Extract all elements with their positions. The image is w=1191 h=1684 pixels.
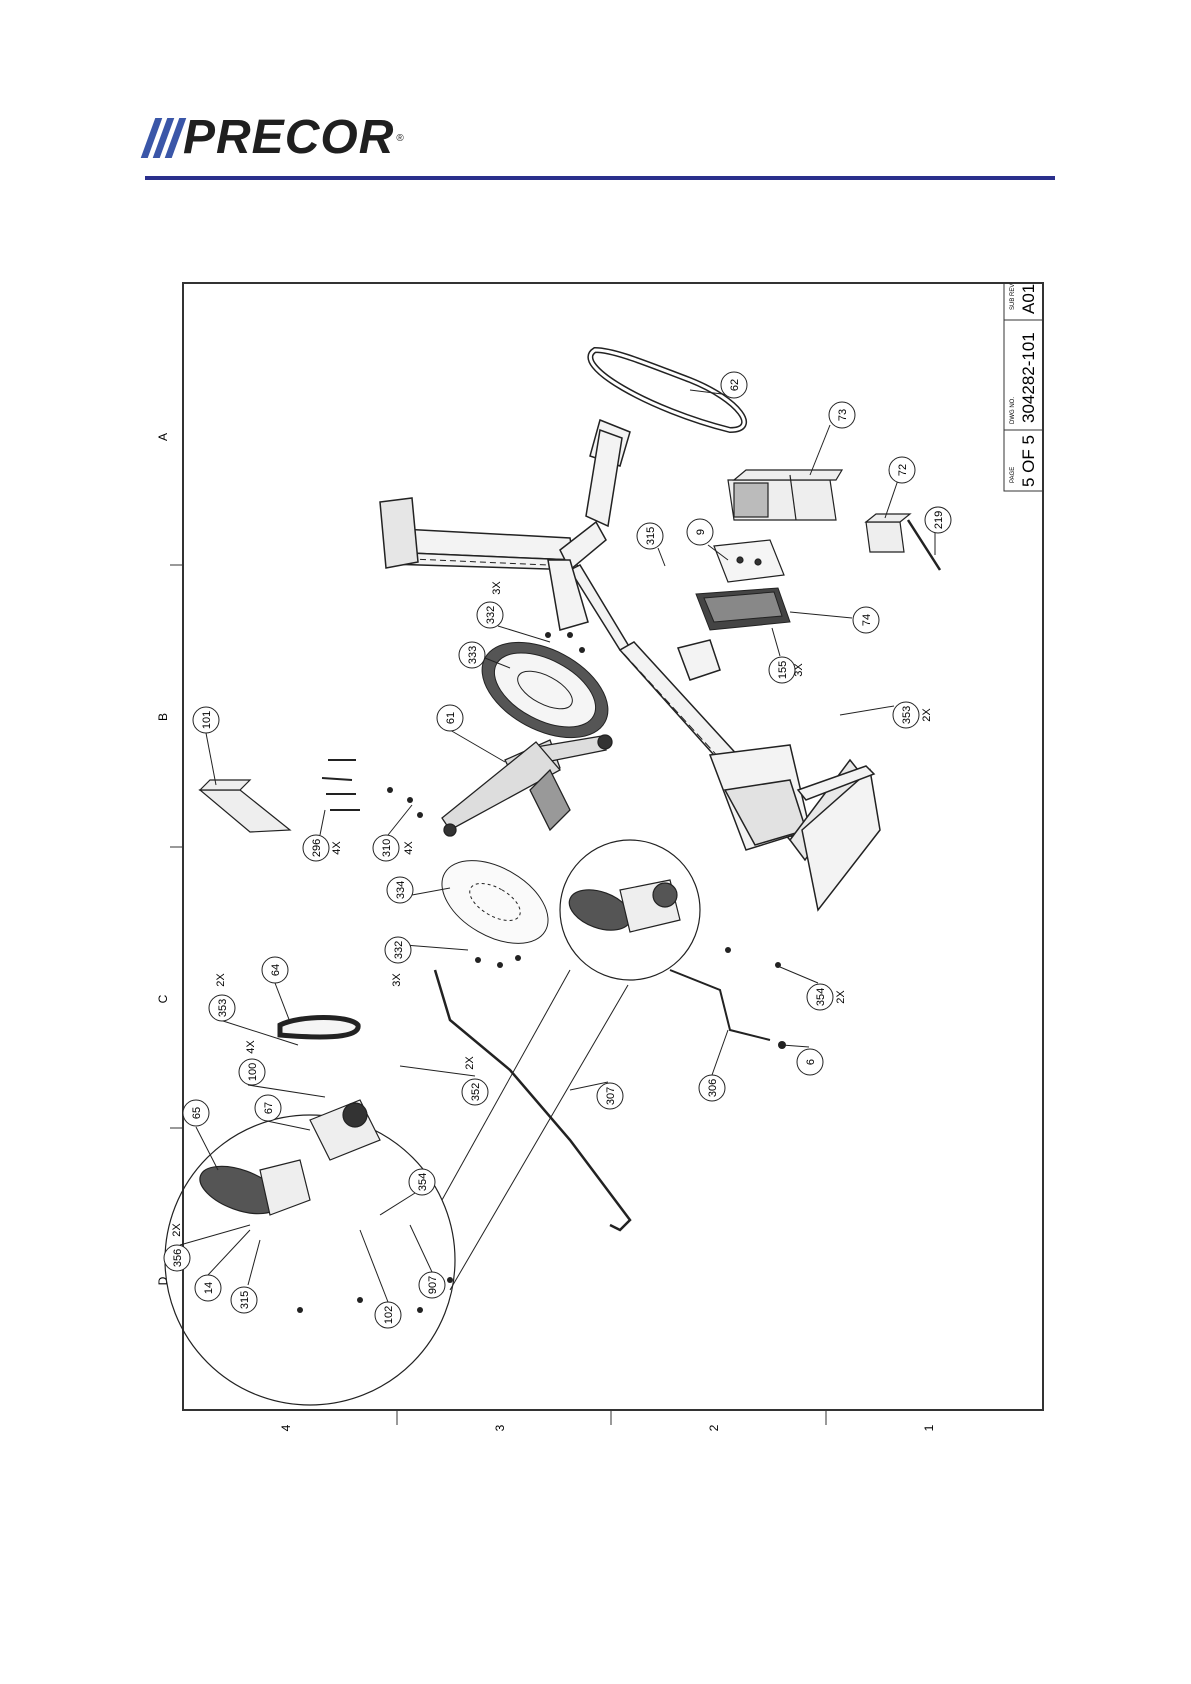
precor-logo: PRECOR®	[148, 108, 404, 168]
callout-number: 352	[470, 1083, 482, 1101]
title-dwg-no: 304282-101	[1019, 332, 1038, 423]
callout-number: 334	[395, 881, 407, 899]
callout-number: 100	[247, 1063, 259, 1081]
callout-number: 6	[805, 1059, 817, 1065]
callout-number: 64	[270, 964, 282, 976]
callout-qty: 2X	[464, 1056, 476, 1070]
callout-qty: 4X	[331, 841, 343, 855]
callout-number: 333	[467, 646, 479, 664]
callout-number: 73	[837, 409, 849, 421]
callout-number: 72	[897, 464, 909, 476]
callout-number: 61	[445, 712, 457, 724]
detail-motor-upper	[564, 880, 680, 938]
part-73	[728, 470, 842, 520]
zone-number: 4	[279, 1424, 293, 1431]
callout-qty: 3X	[491, 581, 503, 595]
part-72	[866, 514, 910, 552]
zone-number: 1	[922, 1424, 936, 1431]
header-rule	[145, 176, 1055, 180]
callout-number: 67	[263, 1102, 275, 1114]
title-block: SUB REV A01 DWG NO. 304282-101 PAGE 5 OF…	[1004, 283, 1043, 491]
callout-qty: 4X	[245, 1040, 257, 1054]
part-334	[428, 844, 562, 961]
callout-number: 332	[393, 941, 405, 959]
callout-number: 62	[729, 379, 741, 391]
part-61	[442, 735, 612, 836]
title-dwg-label: DWG NO.	[1010, 397, 1016, 424]
title-page: 5 OF 5	[1019, 435, 1038, 487]
title-rev: A01	[1019, 284, 1038, 314]
part-101	[200, 780, 290, 832]
zone-number: 2	[707, 1424, 721, 1431]
callout-number: 307	[605, 1087, 617, 1105]
callout-qty: 2X	[171, 1223, 183, 1237]
callout-number: 306	[707, 1079, 719, 1097]
registered-mark: ®	[396, 133, 403, 144]
callout-number: 310	[381, 839, 393, 857]
page-header: PRECOR®	[148, 108, 1048, 198]
callout-qty: 2X	[921, 708, 933, 722]
callout-number: 354	[417, 1173, 429, 1191]
callout-qty: 3X	[793, 663, 805, 677]
callout-number: 907	[427, 1276, 439, 1294]
callout-number: 74	[861, 614, 873, 626]
zone-letter: D	[156, 1276, 170, 1285]
belt-64	[280, 1018, 358, 1037]
title-page-label: PAGE	[1010, 467, 1016, 483]
zone-letter: B	[156, 713, 170, 721]
brand-name: PRECOR	[183, 114, 394, 162]
callout-qty: 2X	[215, 973, 227, 987]
callout-number: 353	[217, 999, 229, 1017]
callout-number: 65	[191, 1107, 203, 1119]
zone-letter: C	[156, 994, 170, 1003]
callout-number: 356	[172, 1249, 184, 1267]
callout-number: 353	[901, 706, 913, 724]
title-rev-label: SUB REV	[1010, 284, 1016, 310]
logo-stripes-icon	[148, 118, 179, 158]
callout-number: 155	[777, 661, 789, 679]
callout-number: 102	[383, 1306, 395, 1324]
callout-number: 101	[201, 711, 213, 729]
zone-letter: A	[156, 433, 170, 441]
callout-number: 354	[815, 988, 827, 1006]
callout-qty: 4X	[403, 841, 415, 855]
part-9	[714, 540, 784, 582]
callout-qty: 3X	[391, 973, 403, 987]
callout-number: 9	[695, 529, 707, 535]
callout-number: 14	[203, 1282, 215, 1294]
callout-number: 315	[239, 1291, 251, 1309]
part-296	[322, 760, 360, 810]
detail-motor-lower	[194, 1100, 380, 1223]
detail-circle-lower	[165, 1115, 455, 1405]
cable-306	[670, 970, 770, 1040]
belt-62	[590, 350, 744, 430]
zone-number: 3	[493, 1424, 507, 1431]
exploded-parts-diagram: A B C D 4 3 2 1 SUB REV A01 DWG NO. 3042…	[150, 270, 1050, 1450]
callout-number: 219	[933, 511, 945, 529]
callout-number: 296	[311, 839, 323, 857]
callout-qty: 2X	[835, 990, 847, 1004]
part-74	[696, 588, 790, 630]
callout-number: 315	[645, 527, 657, 545]
callout-number: 332	[485, 606, 497, 624]
